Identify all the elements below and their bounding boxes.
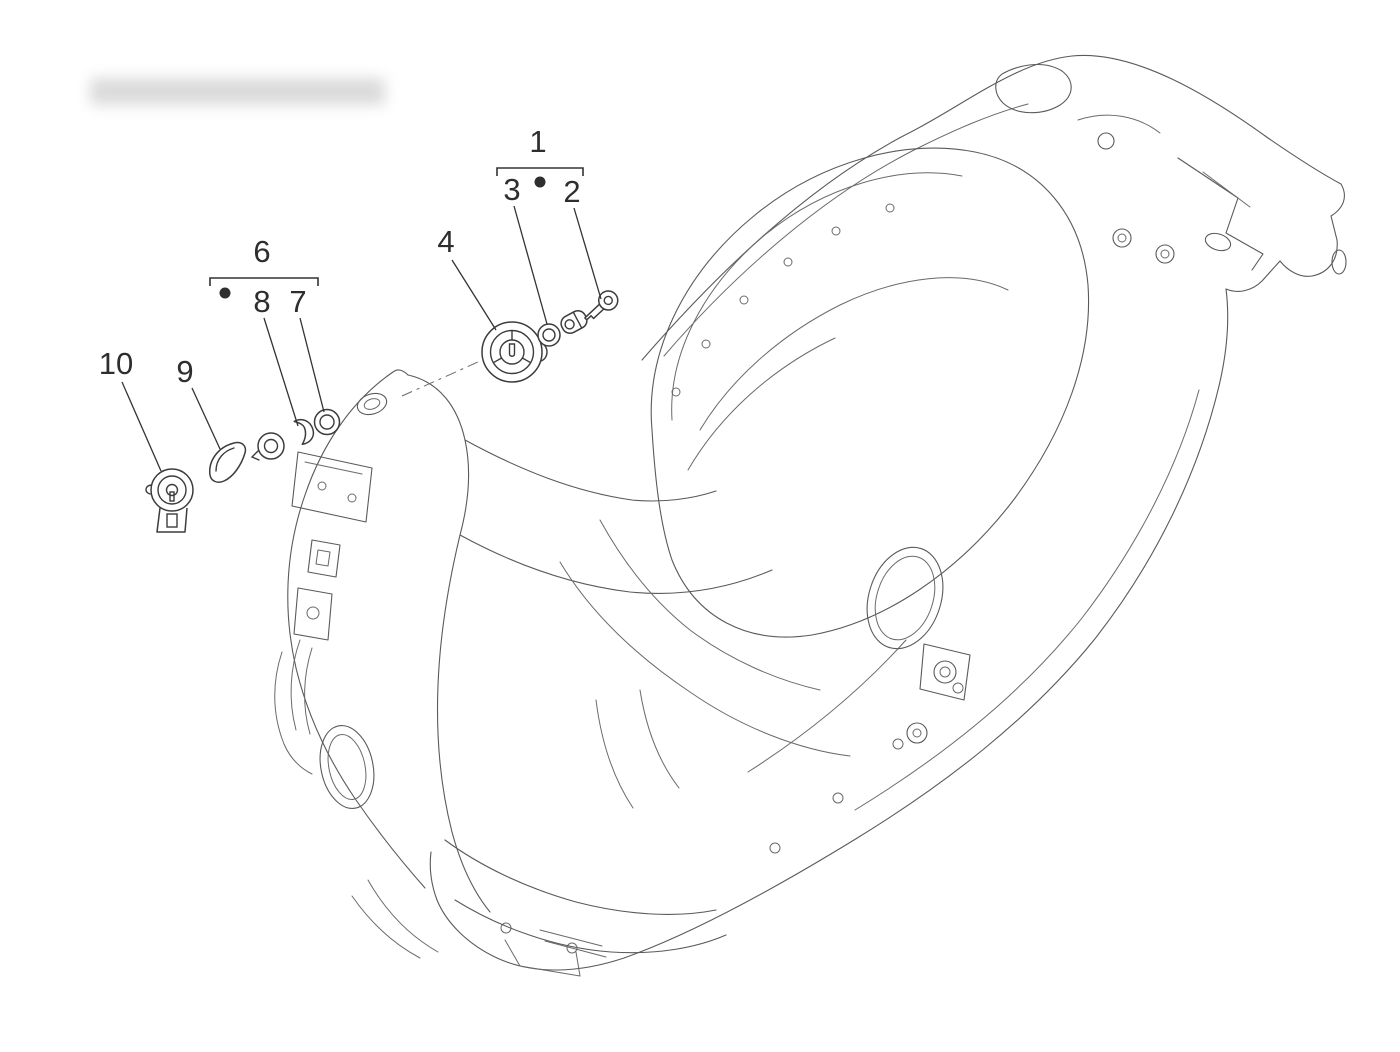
lock-parts bbox=[145, 290, 619, 533]
bracket-group-1 bbox=[496, 167, 584, 176]
callout-label-4: 4 bbox=[437, 224, 454, 259]
bracket-dot-6 bbox=[219, 287, 231, 299]
scooter-frame-drawing bbox=[274, 54, 1347, 977]
part-key bbox=[584, 290, 619, 321]
bracket-group-6 bbox=[209, 277, 319, 286]
part-saddle-lock bbox=[145, 468, 194, 533]
callout-label-8: 8 bbox=[253, 284, 270, 319]
callout-label-7: 7 bbox=[289, 284, 306, 319]
leader-line-7 bbox=[299, 317, 325, 413]
callout-lines bbox=[121, 167, 602, 472]
leader-line-2 bbox=[573, 207, 602, 300]
part-lock-ring bbox=[537, 323, 561, 347]
assembly-axis-dashed-line bbox=[401, 361, 479, 397]
callout-label-1: 1 bbox=[529, 124, 546, 159]
part-clip bbox=[293, 418, 315, 446]
leader-line-3 bbox=[513, 205, 548, 325]
callout-label-10: 10 bbox=[99, 346, 133, 381]
callout-label-9: 9 bbox=[176, 354, 193, 389]
callout-label-3: 3 bbox=[503, 172, 520, 207]
part-lock-cylinder bbox=[560, 310, 588, 334]
leader-line-10 bbox=[121, 381, 162, 472]
leader-line-8 bbox=[263, 317, 299, 427]
callout-label-2: 2 bbox=[563, 174, 580, 209]
leader-line-9 bbox=[191, 387, 221, 450]
callout-label-6: 6 bbox=[253, 234, 270, 269]
part-ignition-switch bbox=[481, 321, 548, 383]
callout-labels: 1 3 2 4 6 8 7 10 9 bbox=[99, 124, 581, 389]
part-rubber-cover bbox=[209, 441, 247, 483]
part-fixing-nut bbox=[313, 408, 341, 436]
bracket-dot-1 bbox=[534, 176, 546, 188]
leader-line-4 bbox=[451, 259, 497, 331]
blurred-watermark bbox=[90, 78, 385, 105]
part-cap-bushing bbox=[250, 432, 285, 461]
